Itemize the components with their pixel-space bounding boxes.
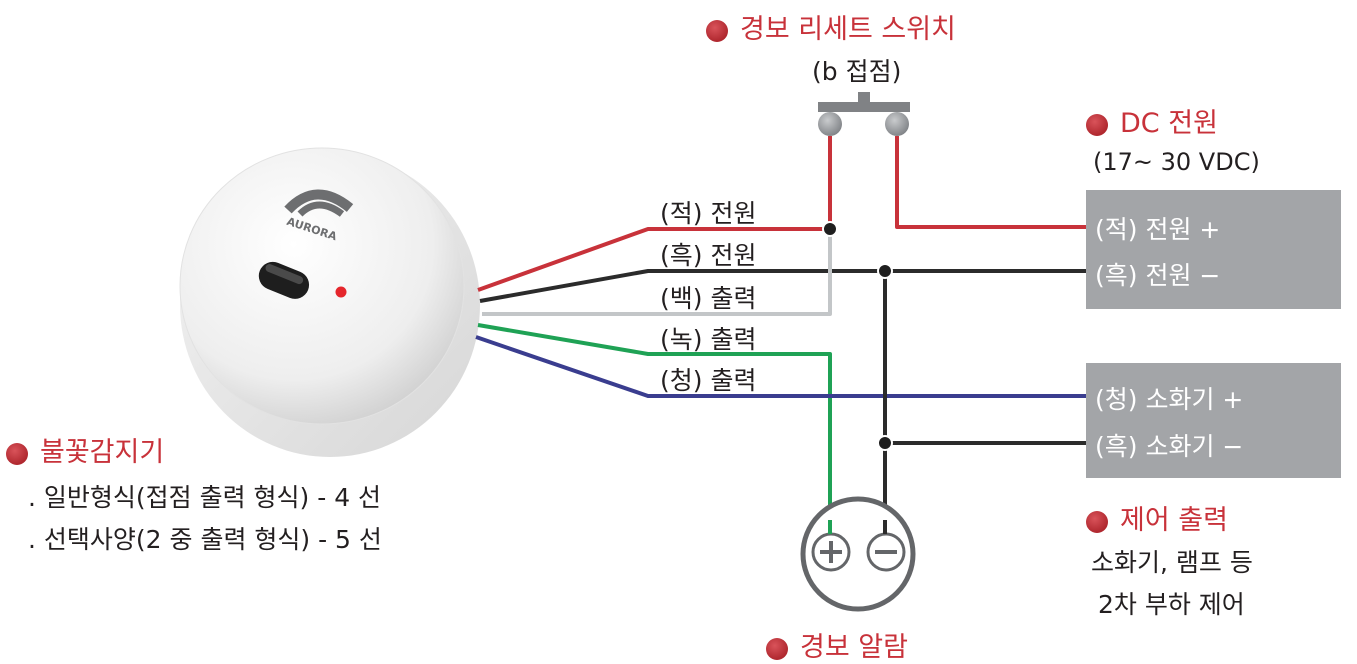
black-wire-label: (흑) 전원	[660, 241, 757, 270]
bullet-icon	[1086, 113, 1108, 136]
sensor-title: 불꽃감지기	[6, 430, 164, 469]
sensor-line2: . 선택사양(2 중 출력 형식) - 5 선	[28, 525, 382, 554]
green-wire-label: (녹) 출력	[660, 325, 757, 354]
control-output-line2: 2차 부하 제어	[1098, 590, 1245, 619]
white-wire	[482, 229, 832, 316]
extinguisher-pos-label: (청) 소화기 +	[1095, 385, 1244, 414]
dc-power-pos-label: (적) 전원 +	[1095, 215, 1221, 244]
control-output-line1: 소화기, 램프 등	[1091, 548, 1253, 577]
dc-power-neg-label: (흑) 전원 −	[1095, 261, 1221, 290]
wires	[475, 136, 1086, 545]
dc-red-wire	[895, 136, 1086, 229]
dc-power-subtitle: (17~ 30 VDC)	[1093, 148, 1260, 176]
dc-power-title: DC 전원	[1086, 101, 1218, 140]
indicator-led	[335, 286, 347, 298]
blue-wire	[475, 335, 1086, 398]
reset-switch	[818, 92, 910, 136]
sensor-line1: . 일반형식(접점 출력 형식) - 4 선	[28, 483, 382, 512]
bullet-icon	[1086, 510, 1108, 533]
extinguisher-box	[1086, 363, 1341, 478]
flame-sensor-device: AURORA	[179, 147, 480, 457]
black-wire	[479, 269, 1086, 303]
blue-wire-label: (청) 출력	[660, 366, 757, 395]
red-wire	[477, 227, 830, 292]
bullet-icon	[766, 637, 788, 660]
dc-power-box	[1086, 190, 1341, 309]
red-wire-label: (적) 전원	[660, 199, 757, 228]
reset-switch-subtitle: (b 접점)	[812, 57, 902, 86]
bullet-icon	[706, 19, 728, 42]
alarm-buzzer	[800, 496, 916, 612]
green-wire	[477, 323, 832, 545]
alarm-title: 경보 알람	[766, 625, 908, 664]
junctions	[822, 221, 893, 451]
white-wire-label: (백) 출력	[660, 284, 757, 313]
reset-switch-title: 경보 리세트 스위치	[706, 7, 956, 46]
sensor-lens	[258, 261, 310, 299]
bullet-icon	[6, 442, 28, 465]
extinguisher-neg-label: (흑) 소화기 −	[1095, 432, 1244, 461]
control-output-title: 제어 출력	[1086, 498, 1228, 537]
